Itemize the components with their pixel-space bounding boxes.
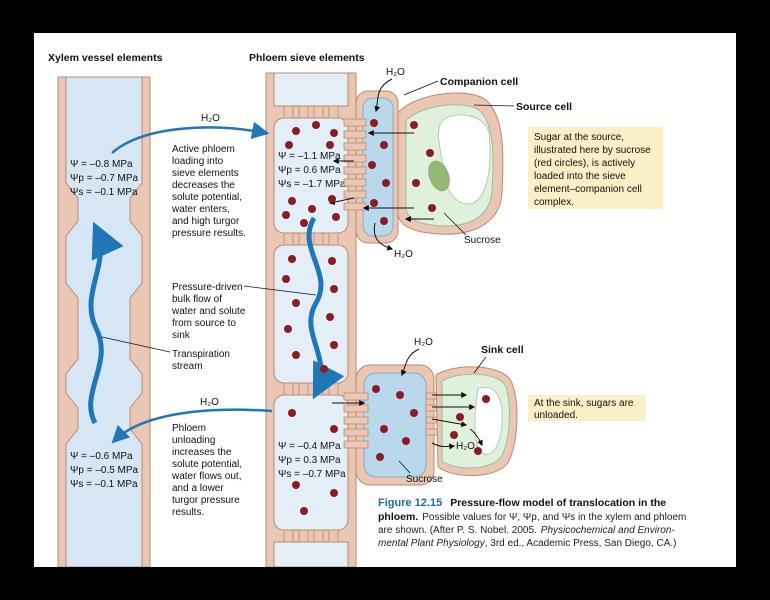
source-note-line-1: Sugar at the source, (534, 132, 624, 143)
bulk-flow-arrow (306, 216, 345, 400)
svg-text:loading into: loading into (172, 156, 224, 167)
svg-text:bulk flow of: bulk flow of (172, 294, 222, 305)
xylem-top-psi: Ψ = –0.8 MPa (70, 159, 133, 170)
source-note-box (528, 127, 663, 209)
svg-text:sink: sink (172, 330, 191, 341)
source-sucrose-label: Sucrose (464, 235, 501, 246)
phloem-bottom-psip: Ψp = 0.3 MPa (278, 455, 341, 466)
sink-cell-complex (343, 364, 518, 486)
loading-water-label: H₂O (201, 113, 220, 124)
transpiration-explanation: Transpiration stream (172, 349, 230, 372)
svg-text:water flows out,: water flows out, (171, 471, 241, 482)
svg-text:are shown. (After P. S. Nobel.: are shown. (After P. S. Nobel. 2005. Phys… (378, 525, 675, 536)
xylem-bottom-psi: Ψ = –0.6 MPa (70, 451, 133, 462)
source-note-line-3: (red circles), is actively (534, 158, 635, 169)
svg-text:phloem.Possible values for Ψ,: phloem. Possible values for Ψ, Ψp, and Ψs… (378, 511, 686, 523)
water-out-arrow (111, 408, 273, 444)
figure-number: Figure 12.15 (378, 497, 442, 509)
phloem-bottom-psi: Ψ = –0.4 MPa (278, 441, 341, 452)
phloem-top-psi: Ψ = –1.1 MPa (278, 151, 341, 162)
svg-text:stream: stream (172, 361, 203, 372)
sink-note-line-2: unloaded. (534, 410, 578, 421)
caption-line-3-italic: Physicochemical and Environ- (541, 525, 676, 536)
svg-text:water and solute: water and solute (171, 306, 246, 317)
sink-water-out-label: H₂O (456, 441, 475, 452)
xylem-vessel (57, 76, 151, 567)
svg-text:and a lower: and a lower (172, 483, 224, 494)
sink-note-box (528, 395, 646, 421)
figure-page: Xylem vessel elements Phloem sieve eleme… (34, 33, 736, 567)
caption-title-2: phloem. (378, 511, 418, 523)
xylem-top-psis: Ψs = –0.1 MPa (70, 187, 138, 198)
sink-note-line-1: At the sink, sugars are (534, 398, 634, 409)
phloem-bottom-psis: Ψs = –0.7 MPa (278, 469, 346, 480)
caption-line-2: Possible values for Ψ, Ψp, and Ψs in the… (422, 512, 686, 523)
loading-explanation: Active phloem loading into sieve element… (171, 144, 246, 239)
source-note-line-4: loaded into the sieve (534, 171, 626, 182)
svg-text:turgor pressure: turgor pressure (172, 495, 240, 506)
unloading-water-label: H₂O (200, 397, 219, 408)
svg-text:Pressure-driven: Pressure-driven (172, 282, 243, 293)
caption-line-3: are shown. (After P. S. Nobel. 2005. (378, 525, 537, 536)
phloem-sieve-tube (265, 72, 357, 567)
sink-water-label: H₂O (414, 337, 433, 348)
caption-line-4: , 3rd ed., Academic Press, San Diego, CA… (485, 538, 677, 549)
xylem-top-psip: Ψp = –0.7 MPa (70, 173, 139, 184)
companion-water-out-label: H₂O (394, 249, 413, 260)
svg-text:mental Plant Physiology, 3rd e: mental Plant Physiology, 3rd ed., Academ… (378, 538, 677, 549)
svg-text:unloading: unloading (172, 435, 215, 446)
source-note-line-6: complex. (534, 197, 574, 208)
svg-text:from source to: from source to (172, 318, 236, 329)
source-note-line-2: illustrated here by sucrose (534, 145, 651, 156)
caption-title-1: Pressure-flow model of translocation in … (450, 497, 666, 509)
sucrose-molecules (282, 119, 490, 515)
svg-text:decreases the: decreases the (172, 180, 235, 191)
water-in-arrow (111, 121, 270, 154)
unloading-explanation: Phloem unloading increases the solute po… (171, 423, 242, 518)
svg-text:water enters,: water enters, (171, 204, 230, 215)
svg-text:pressure results.: pressure results. (172, 228, 246, 239)
phloem-header: Phloem sieve elements (249, 52, 365, 64)
xylem-bottom-psis: Ψs = –0.1 MPa (70, 479, 138, 490)
sink-sucrose-label: Sucrose (406, 474, 443, 485)
xylem-bottom-psip: Ψp = –0.5 MPa (70, 465, 139, 476)
svg-text:Active phloem: Active phloem (172, 144, 235, 155)
source-cell-complex (343, 90, 504, 244)
svg-text:solute potential,: solute potential, (172, 192, 242, 203)
caption-line-4-italic: mental Plant Physiology (378, 538, 486, 549)
xylem-header: Xylem vessel elements (48, 52, 163, 64)
companion-water-label: H₂O (386, 67, 405, 78)
source-note-line-5: element–companion cell (534, 184, 642, 195)
source-cell-label: Source cell (516, 101, 572, 113)
svg-text:sieve elements: sieve elements (172, 168, 239, 179)
svg-text:Transpiration: Transpiration (172, 349, 230, 360)
bulk-flow-explanation: Pressure-driven bulk flow of water and s… (171, 282, 246, 341)
transpiration-stream-arrow (88, 221, 124, 425)
phloem-top-psip: Ψp = 0.6 MPa (278, 165, 341, 176)
phloem-top-psis: Ψs = –1.7 MPa (278, 179, 346, 190)
svg-text:results.: results. (172, 507, 204, 518)
svg-text:Phloem: Phloem (172, 423, 206, 434)
svg-text:and high turgor: and high turgor (172, 216, 240, 227)
sink-cell-label: Sink cell (481, 344, 524, 356)
svg-text:increases the: increases the (172, 447, 232, 458)
figure-caption: Figure 12.15 Pressure-flow model of trans… (378, 497, 686, 549)
pressure-flow-diagram: Xylem vessel elements Phloem sieve eleme… (48, 52, 686, 567)
svg-text:solute potential,: solute potential, (172, 459, 242, 470)
companion-cell-label: Companion cell (440, 76, 518, 88)
